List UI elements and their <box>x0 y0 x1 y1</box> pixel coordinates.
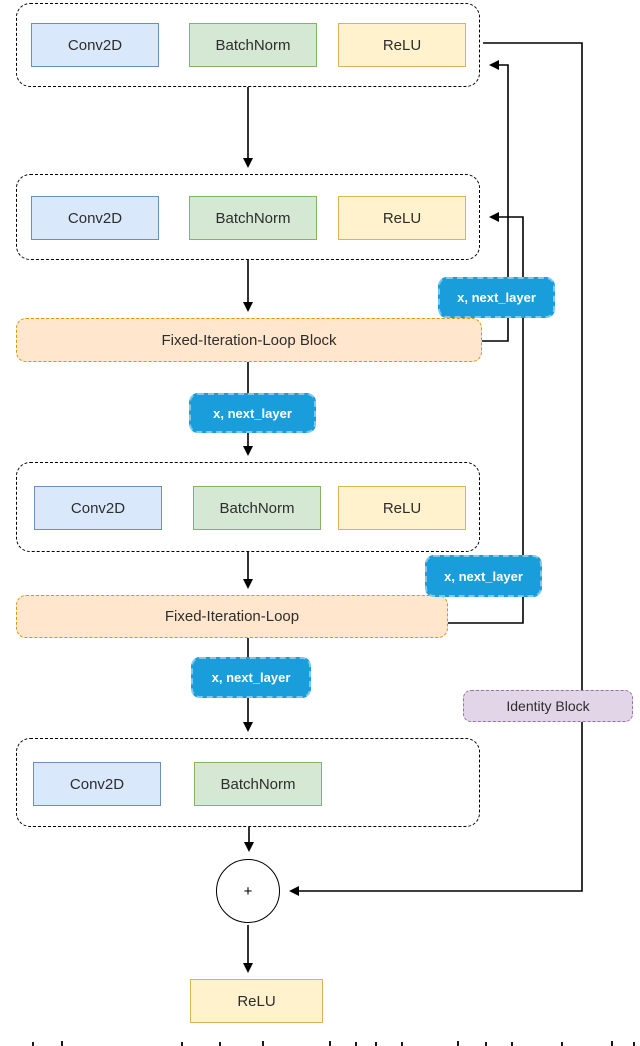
edge-label-right-1-text: x, next_layer <box>457 290 536 305</box>
batchnorm-label: BatchNorm <box>220 775 296 793</box>
relu-box: ReLU <box>338 23 466 67</box>
batchnorm-label: BatchNorm <box>215 209 291 227</box>
relu-label: ReLU <box>382 499 422 517</box>
conv2d-box: Conv2D <box>34 486 162 530</box>
edge-label-right-1: x, next_layer <box>438 277 555 318</box>
output-relu-label: ReLU <box>237 992 276 1010</box>
edge-label-mid-1: x, next_layer <box>189 393 316 433</box>
edge-label-right-2-text: x, next_layer <box>444 568 523 584</box>
conv2d-label: Conv2D <box>69 775 125 793</box>
conv2d-box: Conv2D <box>33 762 161 806</box>
cropped-caption-fragments <box>32 1041 635 1046</box>
fixed-iteration-loop-block-1: Fixed-Iteration-Loop Block <box>16 318 482 362</box>
relu-box: ReLU <box>338 196 466 240</box>
batchnorm-label: BatchNorm <box>215 36 291 54</box>
fixed-iteration-loop-block-2-label: Fixed-Iteration-Loop <box>164 608 300 625</box>
relu-label: ReLU <box>382 36 422 54</box>
batchnorm-label: BatchNorm <box>219 499 295 517</box>
conv2d-label: Conv2D <box>67 36 123 54</box>
sum-node: + <box>216 859 280 923</box>
edge-label-right-2: x, next_layer <box>425 555 542 597</box>
conv2d-box: Conv2D <box>31 23 159 67</box>
output-relu-box: ReLU <box>190 979 323 1023</box>
fixed-iteration-loop-block-2: Fixed-Iteration-Loop <box>16 595 448 638</box>
batchnorm-box: BatchNorm <box>193 486 321 530</box>
conv2d-label: Conv2D <box>70 499 126 517</box>
edge-label-mid-2: x, next_layer <box>191 657 311 698</box>
conv2d-box: Conv2D <box>31 196 159 240</box>
batchnorm-box: BatchNorm <box>189 196 317 240</box>
conv-block-1: Conv2D BatchNorm ReLU <box>16 3 480 87</box>
fixed-iteration-loop-block-1-label: Fixed-Iteration-Loop Block <box>161 331 337 349</box>
relu-box: ReLU <box>338 486 466 530</box>
conv2d-label: Conv2D <box>67 209 123 227</box>
batchnorm-box: BatchNorm <box>189 23 317 67</box>
batchnorm-box: BatchNorm <box>194 762 322 806</box>
plus-icon: + <box>243 882 253 900</box>
edge-label-mid-1-text: x, next_layer <box>213 405 292 421</box>
identity-block-label: Identity Block <box>506 698 590 714</box>
relu-label: ReLU <box>382 209 422 227</box>
identity-block-badge: Identity Block <box>463 690 633 722</box>
conv-block-3: Conv2D BatchNorm ReLU <box>16 462 480 552</box>
edge-label-mid-2-text: x, next_layer <box>211 670 291 685</box>
conv-block-4: Conv2D BatchNorm <box>16 738 480 827</box>
conv-block-2: Conv2D BatchNorm ReLU <box>16 174 480 260</box>
